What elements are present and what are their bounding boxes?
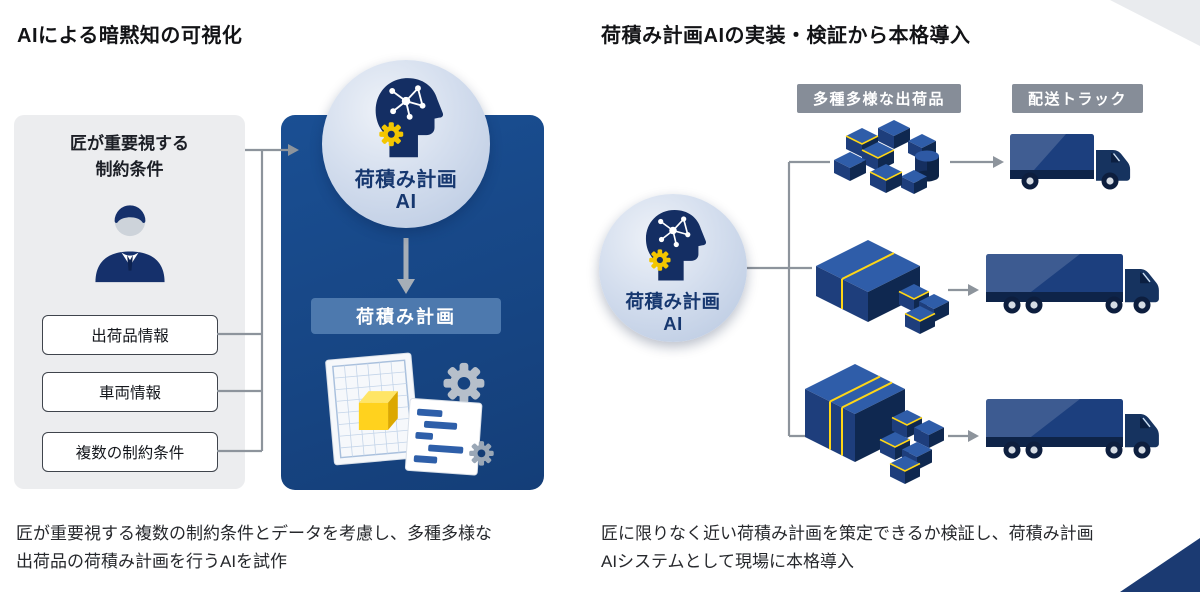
plan-label: 荷積み計画 [311, 298, 501, 334]
truck-large-icon [986, 399, 1159, 459]
hair [114, 205, 145, 223]
ai-label-line2: AI [395, 191, 417, 213]
cargo-cube-icon [358, 391, 398, 430]
left-flow-arrows [217, 144, 415, 453]
tie [126, 255, 133, 271]
network-nodes [389, 85, 426, 120]
ai-circle-right: 荷積み計画 AI [599, 194, 747, 342]
cargo-stack-large-icon [805, 364, 944, 484]
gear-front-icon [469, 441, 494, 466]
cargo-stack-medium-icon [816, 240, 949, 334]
truck-small-icon [1010, 134, 1131, 190]
constraints-box: 匠が重要視する 制約条件 出荷品情報 車両情報 複数の制約条件 [14, 115, 245, 489]
planning-docs-illustration [325, 352, 494, 476]
gear-icon [379, 122, 404, 147]
drum-icon [915, 150, 939, 182]
right-title: 荷積み計画AIの実装・検証から本格導入 [601, 25, 971, 47]
left-caption: 匠が重要視する複数の制約条件とデータを考慮し、多種多様な 出荷品の荷積み計画を行… [16, 524, 492, 571]
cargo-stack-small-icon [834, 120, 939, 194]
gear-back-icon [443, 362, 485, 404]
cab [1125, 269, 1159, 303]
constraint-item: 出荷品情報 [42, 315, 218, 355]
constraint-item: 車両情報 [42, 372, 218, 412]
ai-label-line2: AI [663, 313, 683, 334]
cab [1125, 414, 1159, 448]
worker-icon [94, 205, 165, 283]
truck-large-icon [986, 254, 1159, 314]
constraints-heading: 匠が重要視する 制約条件 [70, 134, 189, 180]
ai-head-icon [375, 78, 444, 158]
ai-label-line1: 荷積み計画 [354, 169, 458, 191]
trucks-badge: 配送トラック [1012, 84, 1144, 113]
left-title: AIによる暗黙知の可視化 [17, 25, 243, 47]
ai-head-icon [645, 210, 707, 281]
constraint-item: 複数の制約条件 [42, 432, 218, 472]
ai-label-line1: 荷積み計画 [625, 291, 721, 312]
ai-circle-left: 荷積み計画 AI [322, 60, 490, 228]
right-caption: 匠に限りなく近い荷積み計画を策定できるか検証し、荷積み計画 AIシステムとして現… [601, 524, 1094, 571]
cab [1096, 150, 1131, 181]
gantt-document-icon [404, 398, 483, 476]
gear-icon [649, 249, 671, 271]
right-flow-arrows [747, 156, 1004, 442]
network-nodes [658, 216, 691, 248]
shipments-badge: 多種多様な出荷品 [797, 84, 962, 113]
